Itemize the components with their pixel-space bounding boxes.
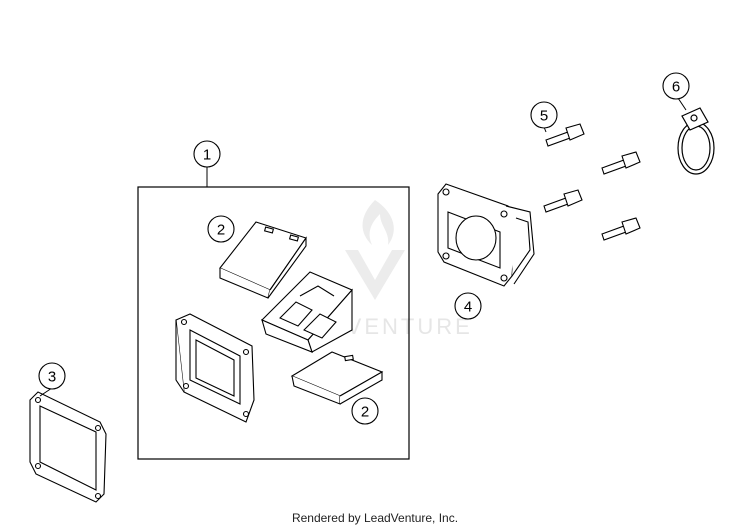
- bolt: [545, 123, 585, 147]
- callout-2-bottom: 2: [351, 397, 379, 425]
- hose-clamp: [677, 107, 715, 175]
- bolts: [543, 123, 641, 241]
- callout-3-label: 3: [48, 369, 56, 386]
- watermark-flame-icon: [362, 200, 394, 245]
- callout-1: 1: [193, 140, 221, 168]
- callout-2-top: 2: [207, 215, 235, 243]
- intake-flange: [437, 183, 535, 287]
- callout-1-label: 1: [203, 147, 211, 164]
- callout-5-label: 5: [540, 108, 548, 125]
- callout-6-label: 6: [672, 79, 680, 96]
- bolt: [601, 217, 641, 241]
- bolt: [543, 189, 583, 213]
- callout-6-leader: [677, 97, 687, 111]
- reed-petal-top: [219, 221, 307, 299]
- callout-4-label: 4: [464, 299, 472, 316]
- callout-4: 4: [454, 292, 482, 320]
- bolt: [601, 151, 641, 175]
- reed-cage-frame: [175, 313, 255, 423]
- callout-6: 6: [662, 72, 690, 100]
- callout-2-bottom-label: 2: [361, 404, 369, 421]
- assembly-box: [137, 186, 410, 460]
- footer-credit: Rendered by LeadVenture, Inc.: [291, 511, 459, 525]
- gasket: [29, 391, 107, 503]
- callout-2-top-label: 2: [217, 222, 225, 239]
- callout-3: 3: [38, 362, 66, 390]
- watermark-v-icon: [345, 250, 405, 300]
- callout-5: 5: [530, 101, 558, 129]
- reed-petal-bottom: [290, 351, 384, 405]
- reed-valve-block: [261, 271, 353, 353]
